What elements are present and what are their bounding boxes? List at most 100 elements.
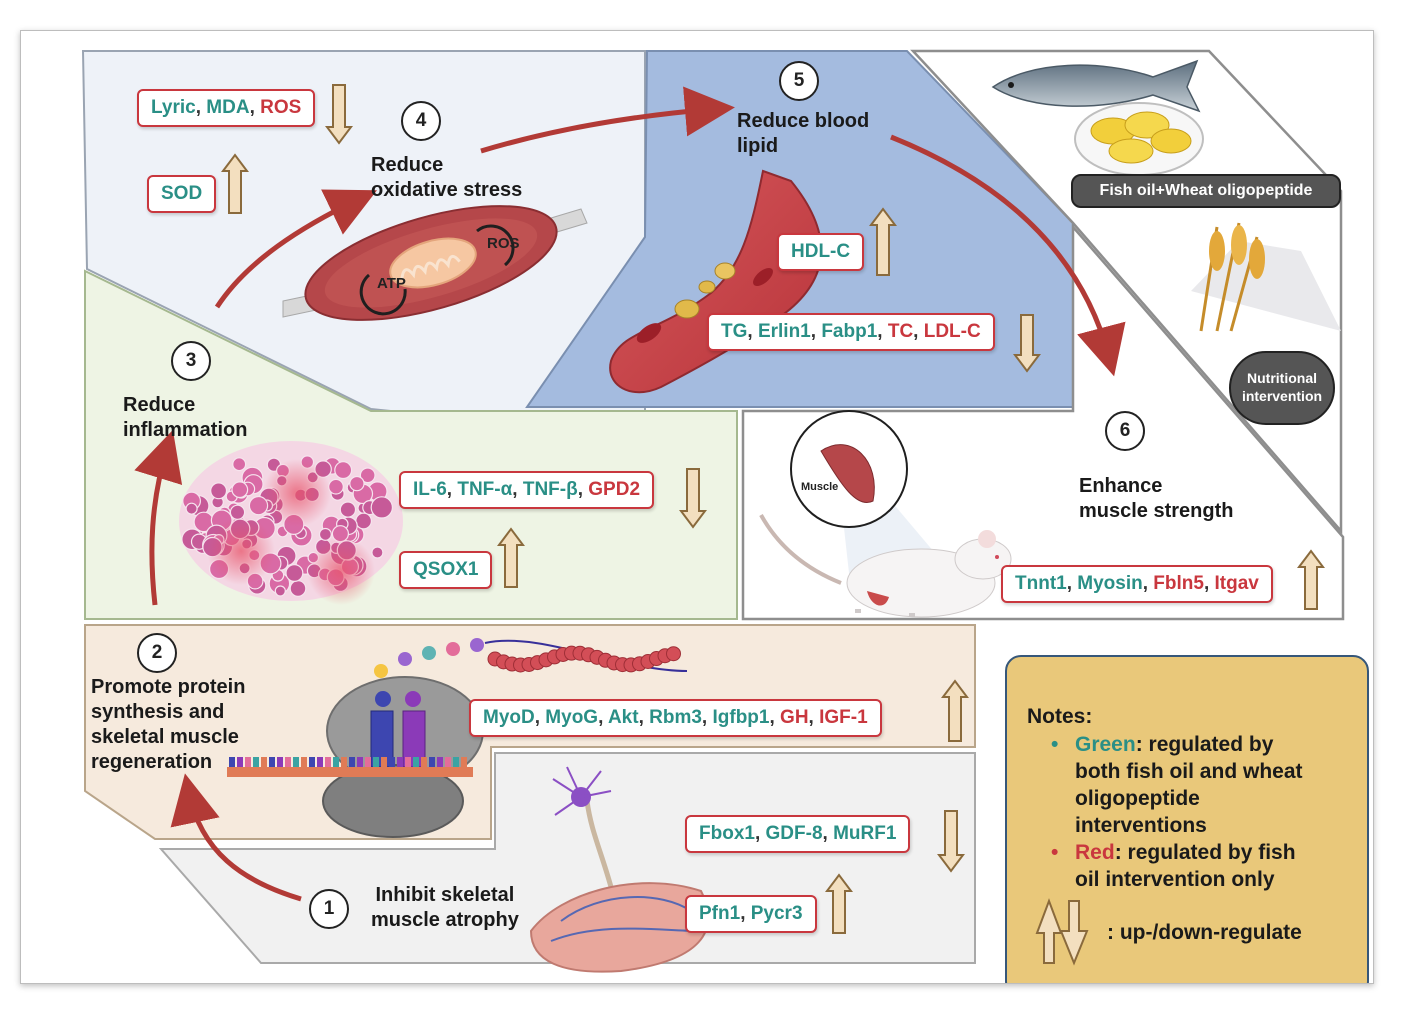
mrna-codon (317, 757, 323, 767)
nutritional-intervention-badge: Nutritional intervention (1229, 351, 1335, 425)
marker-separator: , (747, 321, 758, 342)
gene-marker: IGF-1 (819, 707, 868, 728)
arrow-4-to-5 (480, 86, 735, 154)
myosin-bead (666, 646, 681, 662)
tissue-cell (349, 475, 365, 492)
mrna-codon (429, 757, 435, 767)
mrna-codon (381, 757, 387, 767)
mrna-codon (389, 757, 395, 767)
mrna-codon (453, 757, 459, 767)
up-regulate-arrow (221, 153, 249, 214)
inflammation-spot (263, 459, 331, 527)
muscle-label: Muscle (801, 481, 839, 493)
arrow-2-to-3 (134, 429, 183, 606)
legend-up-down-arrows (1035, 898, 1089, 966)
mrna-codon (293, 757, 299, 767)
notes-green-bullet: • (1051, 733, 1059, 756)
gene-marker: TC (887, 321, 914, 342)
oxidative-upregulated-box: SOD (147, 175, 217, 213)
mrna-codon (309, 757, 315, 767)
gene-marker: TG (721, 321, 748, 342)
gene-marker: GPD2 (588, 479, 641, 500)
tissue-cell (318, 527, 332, 541)
mrna-codon (237, 757, 243, 767)
marker-separator: , (810, 321, 822, 342)
gene-marker: Fbox1 (699, 823, 755, 844)
mrna-codon (325, 757, 331, 767)
gene-marker: GH (780, 707, 809, 728)
mrna-codon (277, 757, 283, 767)
arrow-5-to-6 (890, 134, 1126, 377)
mrna-codon (421, 757, 427, 767)
mrna-codon (301, 757, 307, 767)
peptide-chain-illustration (374, 638, 688, 678)
stage-2-title: Promote protein synthesis and skeletal m… (91, 676, 246, 773)
synthesis-upregulated-box: MyoD, MyoG, Akt, Rbm3, Igfbp1, GH, IGF-1 (469, 699, 882, 737)
marker-separator: , (701, 707, 713, 728)
tissue-cell (359, 467, 376, 484)
notes-green-text-4: interventions (1075, 814, 1207, 837)
stage-6-title: Enhance muscle strength (1079, 475, 1234, 522)
mrna-codon (413, 757, 419, 767)
ros-label: ROS (487, 235, 520, 252)
marker-separator: , (822, 823, 834, 844)
gene-marker: Igfbp1 (712, 707, 770, 728)
wheat-illustration (1191, 222, 1341, 332)
stage-3-title: Reduce inflammation (123, 394, 248, 441)
stage-2-number: 2 (137, 633, 177, 673)
mrna-codon (269, 757, 275, 767)
blood-vessel-illustration (609, 169, 823, 394)
gene-marker: MyoG (545, 707, 599, 728)
mrna-codon (373, 757, 379, 767)
marker-separator: , (1066, 573, 1078, 594)
ribosome-illustration (227, 676, 484, 838)
gene-marker: Tnnt1 (1015, 573, 1067, 594)
arrow-3-to-4 (214, 189, 378, 309)
inflammation-upregulated-box: QSOX1 (399, 551, 493, 589)
gene-marker: Akt (607, 707, 639, 728)
gene-marker: GDF-8 (765, 823, 823, 844)
notes-red-bullet: • (1051, 841, 1059, 864)
marker-separator: , (754, 823, 766, 844)
lipid-upregulated-box: HDL-C (777, 233, 865, 271)
stage-3-number: 3 (171, 341, 211, 381)
inflammation-spot (307, 537, 375, 605)
up-regulate-arrow (941, 679, 969, 742)
marker-separator: , (512, 479, 523, 500)
marker-separator: , (577, 479, 589, 500)
atrophy-downregulated-box: Fbox1, GDF-8, MuRF1 (685, 815, 911, 853)
tissue-cell (371, 546, 384, 559)
gene-marker: QSOX1 (413, 559, 479, 580)
stage-5-number: 5 (779, 61, 819, 101)
notes-green-text-3: oligopeptide (1075, 787, 1200, 810)
tissue-cell (334, 461, 353, 480)
strength-upregulated-box: Tnnt1, Myosin, Fbln5, Itgav (1001, 565, 1273, 603)
mrna-codon (365, 757, 371, 767)
muscle-cell-illustration (282, 205, 588, 321)
tissue-cell (289, 580, 307, 597)
mrna-codon (253, 757, 259, 767)
mrna-codon (397, 757, 403, 767)
stage-6-number: 6 (1105, 411, 1145, 451)
marker-separator: , (249, 97, 261, 118)
tissue-cell (185, 502, 198, 515)
marker-separator: , (913, 321, 924, 342)
gene-marker: Erlin1 (757, 321, 811, 342)
gene-marker: Myosin (1077, 573, 1143, 594)
gene-marker: HDL-C (791, 241, 851, 262)
gene-marker: Fabp1 (821, 321, 878, 342)
tissue-cell (355, 512, 373, 530)
mrna-codon (349, 757, 355, 767)
notes-title: Notes: (1027, 705, 1093, 728)
notes-green-line: Green: regulated by (1075, 731, 1273, 758)
stage-4-title: Reduce oxidative stress (371, 154, 523, 201)
mrna-codon (229, 757, 235, 767)
gene-marker: ROS (260, 97, 302, 118)
stage-1-title: Inhibit skeletal muscle atrophy (371, 884, 519, 931)
marker-separator: , (638, 707, 650, 728)
up-regulate-arrow (869, 207, 897, 276)
gene-marker: Pfn1 (699, 903, 741, 924)
marker-separator: , (195, 97, 207, 118)
notes-red-line: Red: regulated by fish (1075, 839, 1296, 866)
intervention-label: Fish oil+Wheat oligopeptide (1071, 174, 1341, 208)
